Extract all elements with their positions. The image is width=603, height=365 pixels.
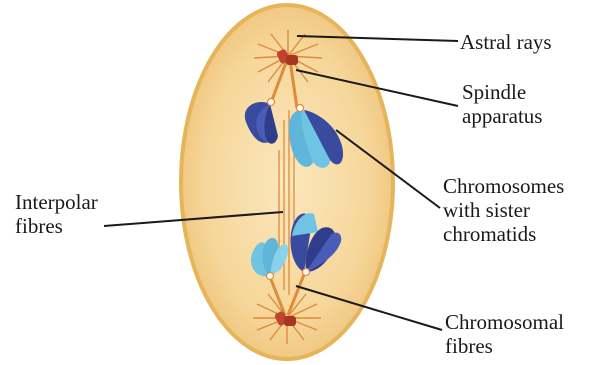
label-line: apparatus (462, 104, 542, 128)
label-astral-rays: Astral rays (460, 30, 552, 54)
label-chromosomal-fibres: Chromosomal fibres (445, 310, 564, 358)
label-interpolar-fibres: Interpolar fibres (15, 190, 98, 238)
label-line: Astral rays (460, 30, 552, 54)
label-spindle-apparatus: Spindle apparatus (462, 80, 542, 128)
label-line: fibres (445, 334, 564, 358)
label-line: chromatids (443, 222, 564, 246)
label-line: Chromosomes (443, 174, 564, 198)
label-line: fibres (15, 214, 98, 238)
label-line: Interpolar (15, 190, 98, 214)
label-chromosomes: Chromosomes with sister chromatids (443, 174, 564, 246)
label-line: Chromosomal (445, 310, 564, 334)
label-line: Spindle (462, 80, 542, 104)
label-line: with sister (443, 198, 564, 222)
